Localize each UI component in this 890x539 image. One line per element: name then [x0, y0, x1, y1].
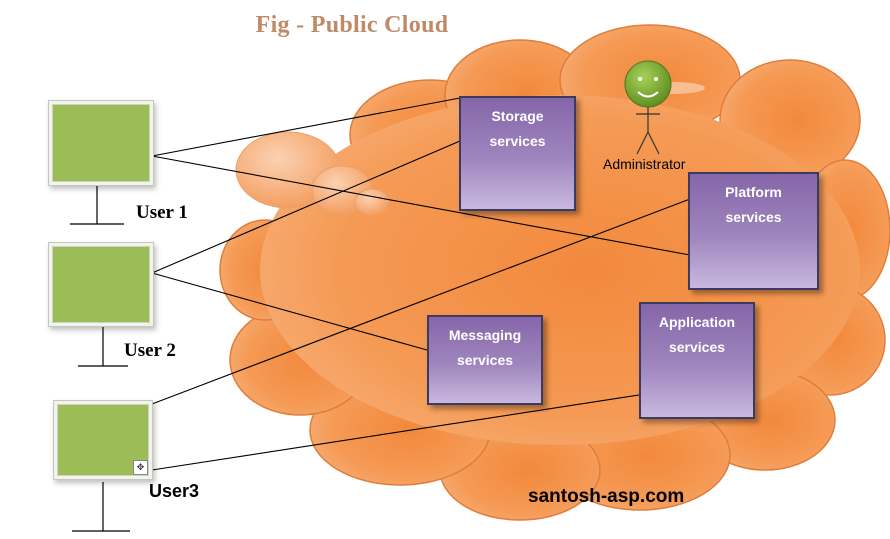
platform-services-line1: Platform — [725, 184, 782, 200]
link-user1-storage — [151, 97, 461, 157]
cloud-puffs — [235, 131, 390, 216]
figure-title: Fig - Public Cloud — [255, 12, 449, 38]
watermark-text: santosh-asp.com — [528, 486, 685, 507]
link-user2-storage — [151, 140, 461, 274]
storage-services-line2: services — [489, 133, 546, 149]
platform-services-box: Platform services — [688, 172, 819, 290]
monitor-stands — [70, 183, 130, 532]
application-services-line2: services — [668, 339, 726, 355]
user1-label: User 1 — [136, 202, 188, 223]
user2-monitor — [52, 246, 150, 323]
messaging-services-line1: Messaging — [448, 327, 522, 343]
administrator-icon — [624, 60, 705, 155]
user2-label: User 2 — [124, 340, 176, 361]
platform-services-line2: services — [725, 209, 782, 225]
user1-monitor — [52, 104, 150, 182]
user3-monitor — [57, 404, 149, 476]
move-handle-icon[interactable]: ✥ — [133, 460, 148, 475]
link-user3-platform — [151, 198, 691, 405]
storage-services-box: Storage services — [459, 96, 576, 211]
application-services-box: Application services — [639, 302, 755, 419]
messaging-services-box: Messaging services — [427, 315, 543, 405]
storage-services-line1: Storage — [491, 108, 544, 124]
link-user2-messaging — [151, 272, 428, 351]
administrator-label: Administrator — [603, 156, 686, 172]
connection-lines — [151, 97, 691, 471]
messaging-services-line2: services — [456, 352, 514, 368]
link-user1-platform — [151, 155, 691, 256]
user3-label: User3 — [149, 481, 200, 501]
application-services-line1: Application — [658, 314, 736, 330]
link-user3-application — [151, 394, 640, 471]
